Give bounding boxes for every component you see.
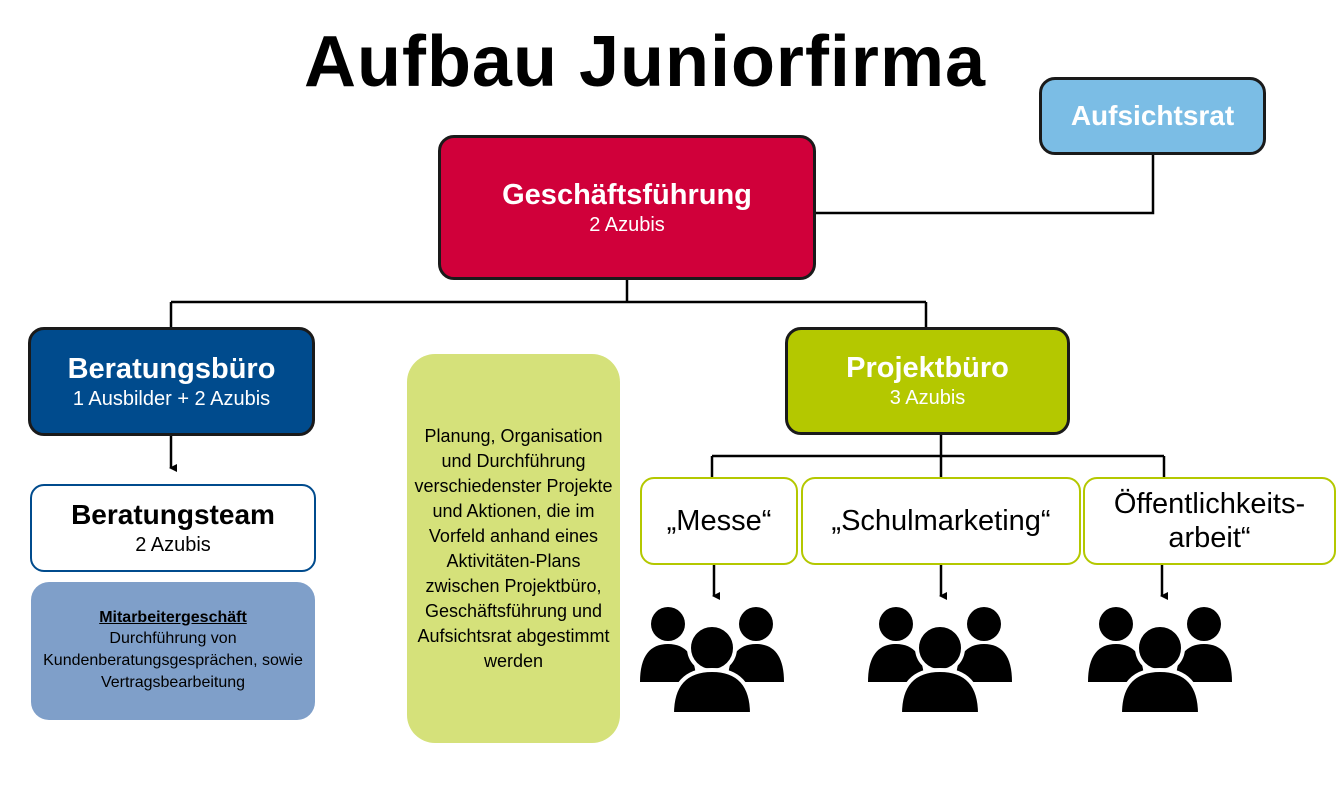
line-gf-aufsichtsrat [816,155,1155,215]
node-subtitle: 2 Azubis [135,534,211,556]
people-group-icon [638,605,786,716]
node-title: Beratungsteam [71,499,275,530]
node-schulmarketing: „Schulmarketing“ [801,477,1081,565]
node-subtitle: 3 Azubis [889,387,966,409]
node-planung: Planung, Organisation und Durchführung v… [407,354,620,743]
page-title: Aufbau Juniorfirma [303,22,987,102]
node-mitarbeitergeschaeft: Mitarbeitergeschäft Durchführung von Kun… [31,582,315,720]
node-text: Planung, Organisation und Durchführung v… [414,425,613,671]
people-group-icon [1086,605,1234,716]
node-title: Aufsichtsrat [1070,100,1235,131]
node-label: Öffentlichkeits-arbeit“ [1113,488,1306,554]
node-label: „Messe“ [666,505,772,537]
node-beratungsbuero: Beratungsbüro 1 Ausbilder + 2 Azubis [28,327,315,436]
node-heading: Mitarbeitergeschäft [99,609,247,626]
node-messe: „Messe“ [640,477,798,565]
node-title: Projektbüro [846,352,1009,384]
node-label: „Schulmarketing“ [831,505,1051,537]
node-beratungsteam: Beratungsteam 2 Azubis [30,484,316,572]
node-subtitle: 1 Ausbilder + 2 Azubis [72,387,271,410]
node-text: Durchführung von Kundenberatungsgespräch… [43,630,303,691]
node-projektbuero: Projektbüro 3 Azubis [785,327,1070,435]
node-title: Beratungsbüro [67,352,276,385]
node-geschaeftsfuehrung: Geschäftsführung 2 Azubis [438,135,816,280]
node-aufsichtsrat: Aufsichtsrat [1039,77,1266,155]
people-group-icon [866,605,1014,716]
node-subtitle: 2 Azubis [589,213,665,236]
node-title: Geschäftsführung [502,178,752,211]
node-oeffentlichkeitsarbeit: Öffentlichkeits-arbeit“ [1083,477,1336,565]
